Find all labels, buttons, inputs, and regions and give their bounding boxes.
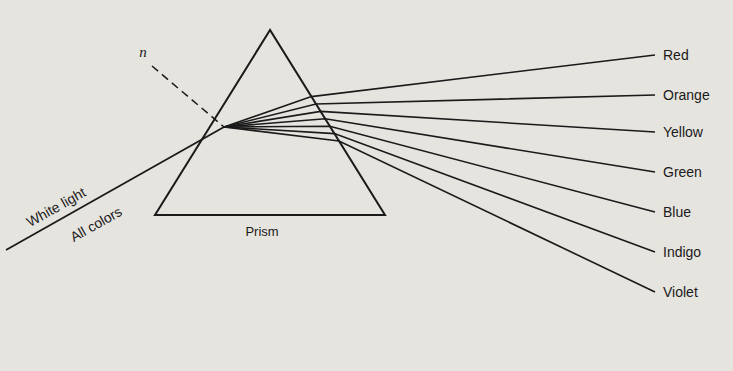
color-label: Red: [663, 47, 689, 63]
color-label: Orange: [663, 87, 710, 103]
light-ray: [224, 126, 655, 212]
color-label: Blue: [663, 204, 691, 220]
normal-line: [152, 66, 224, 127]
color-label: Indigo: [663, 244, 701, 260]
ray-label: All colors: [67, 203, 124, 245]
light-ray: [224, 127, 655, 292]
dispersed-rays: [224, 55, 655, 292]
color-label: Violet: [663, 284, 698, 300]
color-label: Green: [663, 164, 702, 180]
color-label: Yellow: [663, 124, 703, 140]
normal-label: n: [139, 44, 147, 60]
prism-label: Prism: [245, 224, 278, 240]
incident-ray: [6, 127, 224, 250]
